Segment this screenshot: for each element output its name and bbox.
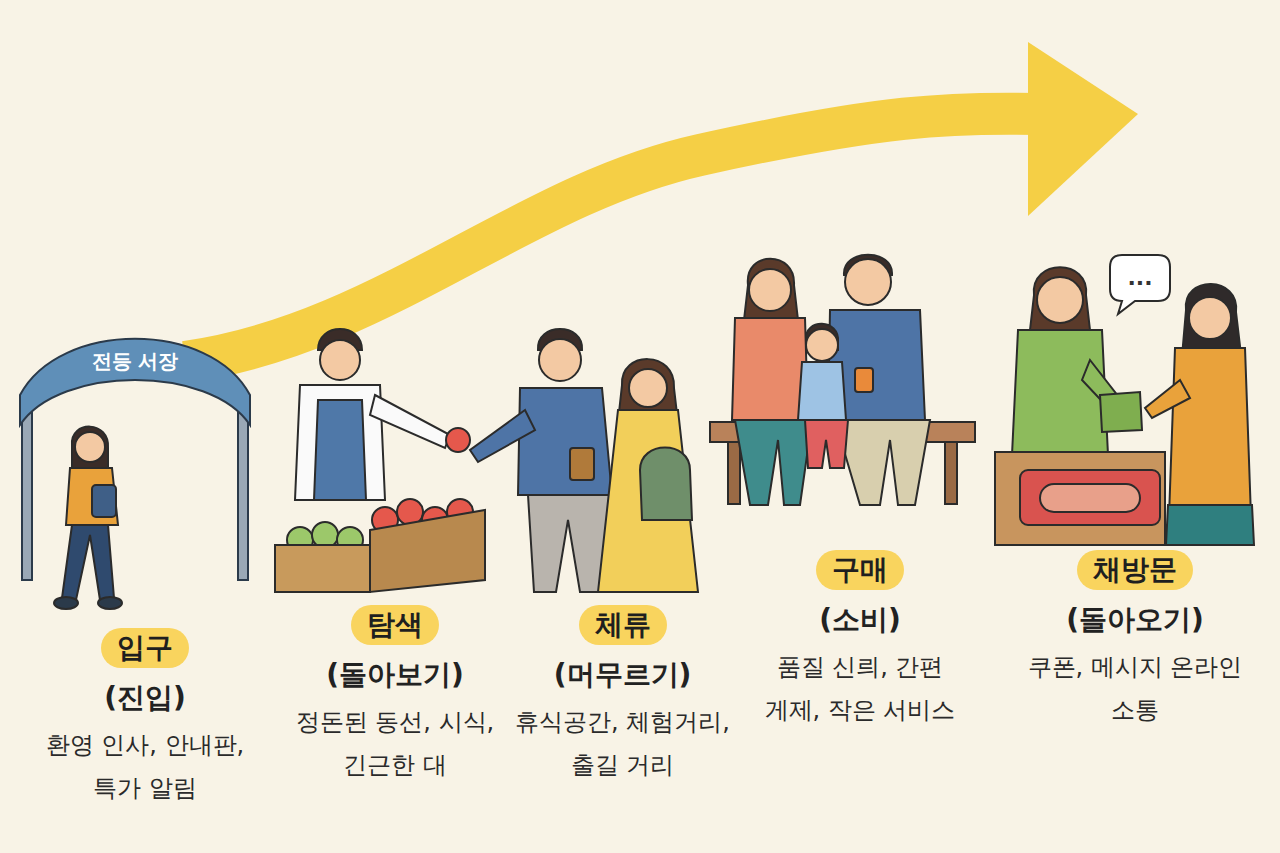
stage-title: 입구: [101, 628, 189, 668]
stage-card: 체류 (머무르기) 휴식공간, 체험거리, 출길 거리: [495, 605, 750, 787]
speech-bubble-shape: [1110, 255, 1170, 314]
stage-description: 정돈된 동선, 시식, 긴근한 대: [280, 701, 510, 787]
gate-sign-text: 전등 서장: [92, 349, 179, 373]
stage-subtitle: (돌아보기): [326, 657, 464, 693]
stage-description: 휴식공간, 체험거리, 출길 거리: [495, 701, 750, 787]
gate-sign: 전등 서장: [75, 347, 195, 375]
speech-text: ...: [1127, 267, 1152, 289]
couple: [470, 329, 698, 592]
family-on-bench: [710, 255, 975, 505]
stage-subtitle: (머무르기): [554, 657, 692, 693]
stage-card: 채방문 (돌아오기) 쿠폰, 메시지 온라인 소통: [1020, 550, 1250, 732]
stage-title: 구매: [816, 550, 904, 590]
stage-title: 탐색: [351, 605, 439, 645]
stage-title: 체류: [579, 605, 667, 645]
walking-visitor: [54, 427, 122, 609]
stage-card: 입구 (진입) 환영 인사, 안내판, 특가 알림: [20, 628, 270, 810]
stage-title: 채방문: [1077, 550, 1193, 590]
stage-description: 품질 신릐, 간편 게제, 작은 서비스: [755, 646, 965, 732]
market-gate: [20, 339, 250, 580]
stage-card: 탐색 (돌아보기) 정돈된 동선, 시식, 긴근한 대: [280, 605, 510, 787]
fruit-vendor: [295, 329, 470, 500]
stage-subtitle: (소비): [819, 602, 901, 638]
stage-subtitle: (진입): [104, 680, 186, 716]
stage-description: 쿠폰, 메시지 온라인 소통: [1020, 646, 1250, 732]
stage-subtitle: (돌아오기): [1066, 602, 1204, 638]
fruit-crate: [275, 499, 485, 592]
arrow-head: [1028, 42, 1138, 216]
stage-card: 구매 (소비) 품질 신릐, 간편 게제, 작은 서비스: [755, 550, 965, 732]
stage-description: 환영 인사, 안내판, 특가 알림: [20, 724, 270, 810]
speech-bubble: ...: [1110, 255, 1170, 301]
